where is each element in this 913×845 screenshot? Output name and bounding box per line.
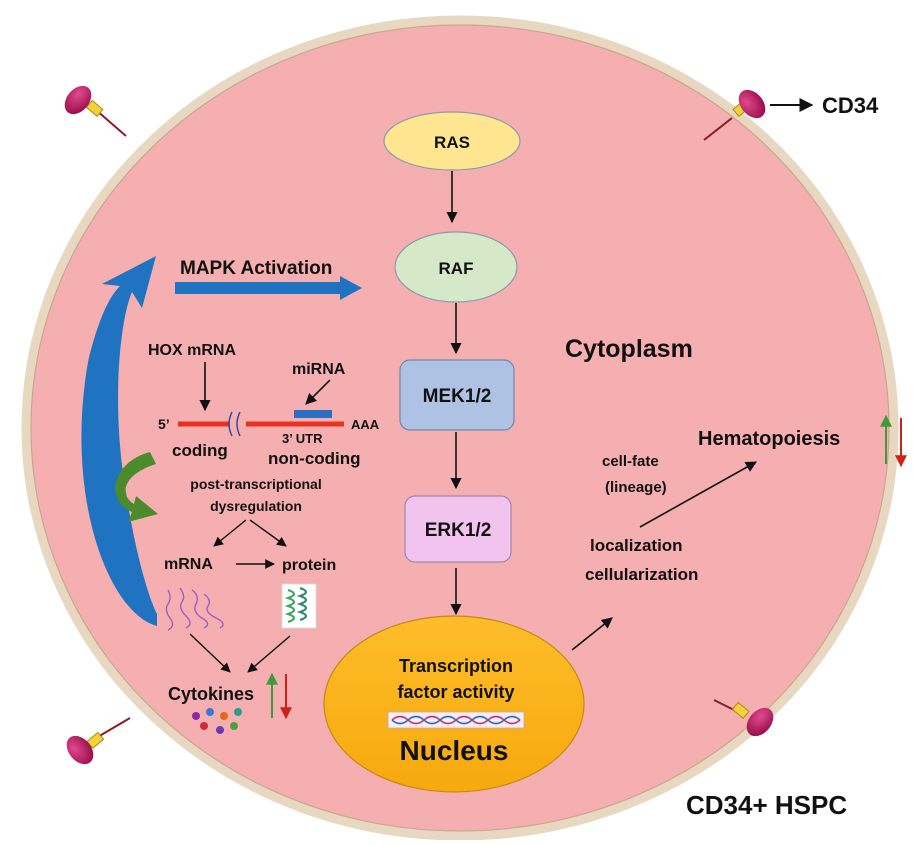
cell-type-label: CD34+ HSPC bbox=[686, 790, 847, 820]
cd34-receptor-icon bbox=[66, 717, 131, 765]
protein-helix-icon bbox=[281, 583, 317, 629]
transcription-label-2: factor activity bbox=[397, 682, 514, 702]
mek-label: MEK1/2 bbox=[423, 386, 492, 407]
cytokines-label: Cytokines bbox=[168, 684, 254, 704]
mrna-strands-icon bbox=[165, 587, 224, 631]
nucleus-label: Nucleus bbox=[400, 735, 509, 766]
lineage-label: (lineage) bbox=[605, 479, 667, 496]
mapk-arrow bbox=[175, 276, 362, 300]
cd34-receptor-icon bbox=[713, 699, 774, 737]
arrow-nucleus-localization bbox=[571, 617, 613, 651]
aaa-label: AAA bbox=[351, 417, 380, 432]
five-prime-label: 5’ bbox=[158, 416, 170, 432]
arrow-protein-cytokines bbox=[247, 635, 291, 673]
nucleus bbox=[323, 615, 585, 793]
mek-node bbox=[399, 359, 515, 431]
erk-node bbox=[404, 495, 512, 563]
mrna-label: mRNA bbox=[164, 556, 213, 573]
cell-fate-label: cell-fate bbox=[602, 453, 659, 470]
mirna-bar bbox=[294, 410, 332, 418]
non-coding-label: non-coding bbox=[268, 449, 361, 468]
cell-membrane-inner-line bbox=[30, 24, 890, 832]
raf-node bbox=[394, 231, 518, 303]
arrow-to-hematopoiesis bbox=[639, 461, 757, 528]
erk-label: ERK1/2 bbox=[425, 520, 492, 541]
dysregulation-label: dysregulation bbox=[210, 498, 302, 514]
transcript-break-mark bbox=[228, 411, 241, 437]
cd34-label: CD34 bbox=[822, 93, 879, 118]
feedback-curved-arrow bbox=[81, 256, 157, 660]
localization-label: localization bbox=[590, 536, 683, 555]
transcription-label-1: Transcription bbox=[399, 656, 513, 676]
post-transcriptional-label: post-transcriptional bbox=[190, 476, 321, 492]
arrow-dysreg-mrna bbox=[213, 519, 247, 547]
hox-mrna-label: HOX mRNA bbox=[148, 342, 236, 359]
mapk-label: MAPK Activation bbox=[180, 258, 332, 279]
cytokine-dots-icon bbox=[192, 708, 242, 734]
cd34-receptor-icon bbox=[703, 89, 766, 141]
cytoplasm-label: Cytoplasm bbox=[565, 335, 693, 363]
green-curved-arrow bbox=[115, 452, 158, 522]
cd34-receptor-icon bbox=[64, 85, 127, 137]
hematopoiesis-label: Hematopoiesis bbox=[698, 428, 840, 450]
ras-node bbox=[383, 111, 521, 171]
ras-label: RAS bbox=[434, 133, 470, 152]
arrow-mirna-to-utr bbox=[305, 379, 331, 405]
protein-label: protein bbox=[282, 557, 336, 574]
cellularization-label: cellularization bbox=[585, 565, 698, 584]
arrow-dysreg-protein bbox=[249, 519, 287, 547]
mirna-label: miRNA bbox=[292, 361, 346, 378]
arrow-mrna-cytokines bbox=[189, 633, 231, 673]
three-utr-label: 3’ UTR bbox=[282, 431, 323, 446]
coding-label: coding bbox=[172, 441, 228, 460]
dna-helix-icon bbox=[387, 711, 525, 729]
raf-label: RAF bbox=[439, 259, 474, 278]
